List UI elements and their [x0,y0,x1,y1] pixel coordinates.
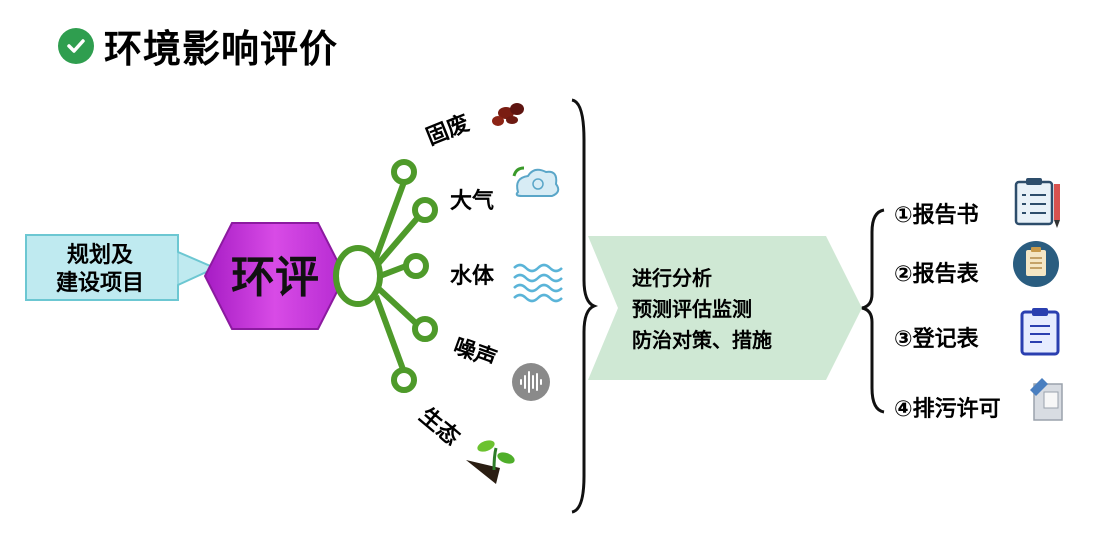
noise-icon [512,363,550,401]
branch-label: 生态 [414,403,464,451]
outputs-brace [861,208,885,414]
branch-label: 大气 [450,188,494,214]
branch-network [333,159,438,393]
center-hexagon: 环评 [203,222,347,330]
source-box: 规划及 建设项目 [25,234,218,301]
register-form-icon [1020,308,1060,356]
analysis-brace [571,98,599,514]
analysis-line: 进行分析 [632,266,712,290]
water-wave-icon [513,263,563,303]
analysis-arrow: 进行分析 预测评估监测 防治对策、措施 [588,236,862,380]
output-label: ①报告书 [894,203,979,228]
permit-document-icon [1030,378,1063,421]
output-label: ④排污许可 [894,396,1001,422]
source-line2: 建设项目 [56,271,144,296]
page-title: 环境影响评价 [58,18,338,73]
analysis-line: 防治对策、措施 [632,328,772,352]
source-line1: 规划及 [67,243,134,268]
air-cloud-icon [512,166,560,197]
waste-icon [492,103,524,126]
title-text: 环境影响评价 [104,27,339,71]
check-icon [58,27,94,64]
branch-label: 水体 [450,264,495,289]
sprout-icon [466,440,515,484]
analysis-line: 预测评估监测 [632,297,752,321]
branch-label: 固废 [423,110,474,151]
output-label: ③登记表 [894,327,980,352]
branch-label: 噪声 [450,334,500,373]
output-label: ②报告表 [894,262,980,287]
report-form-icon [1013,241,1059,287]
center-label: 环评 [231,252,319,303]
report-book-icon [1014,178,1060,228]
